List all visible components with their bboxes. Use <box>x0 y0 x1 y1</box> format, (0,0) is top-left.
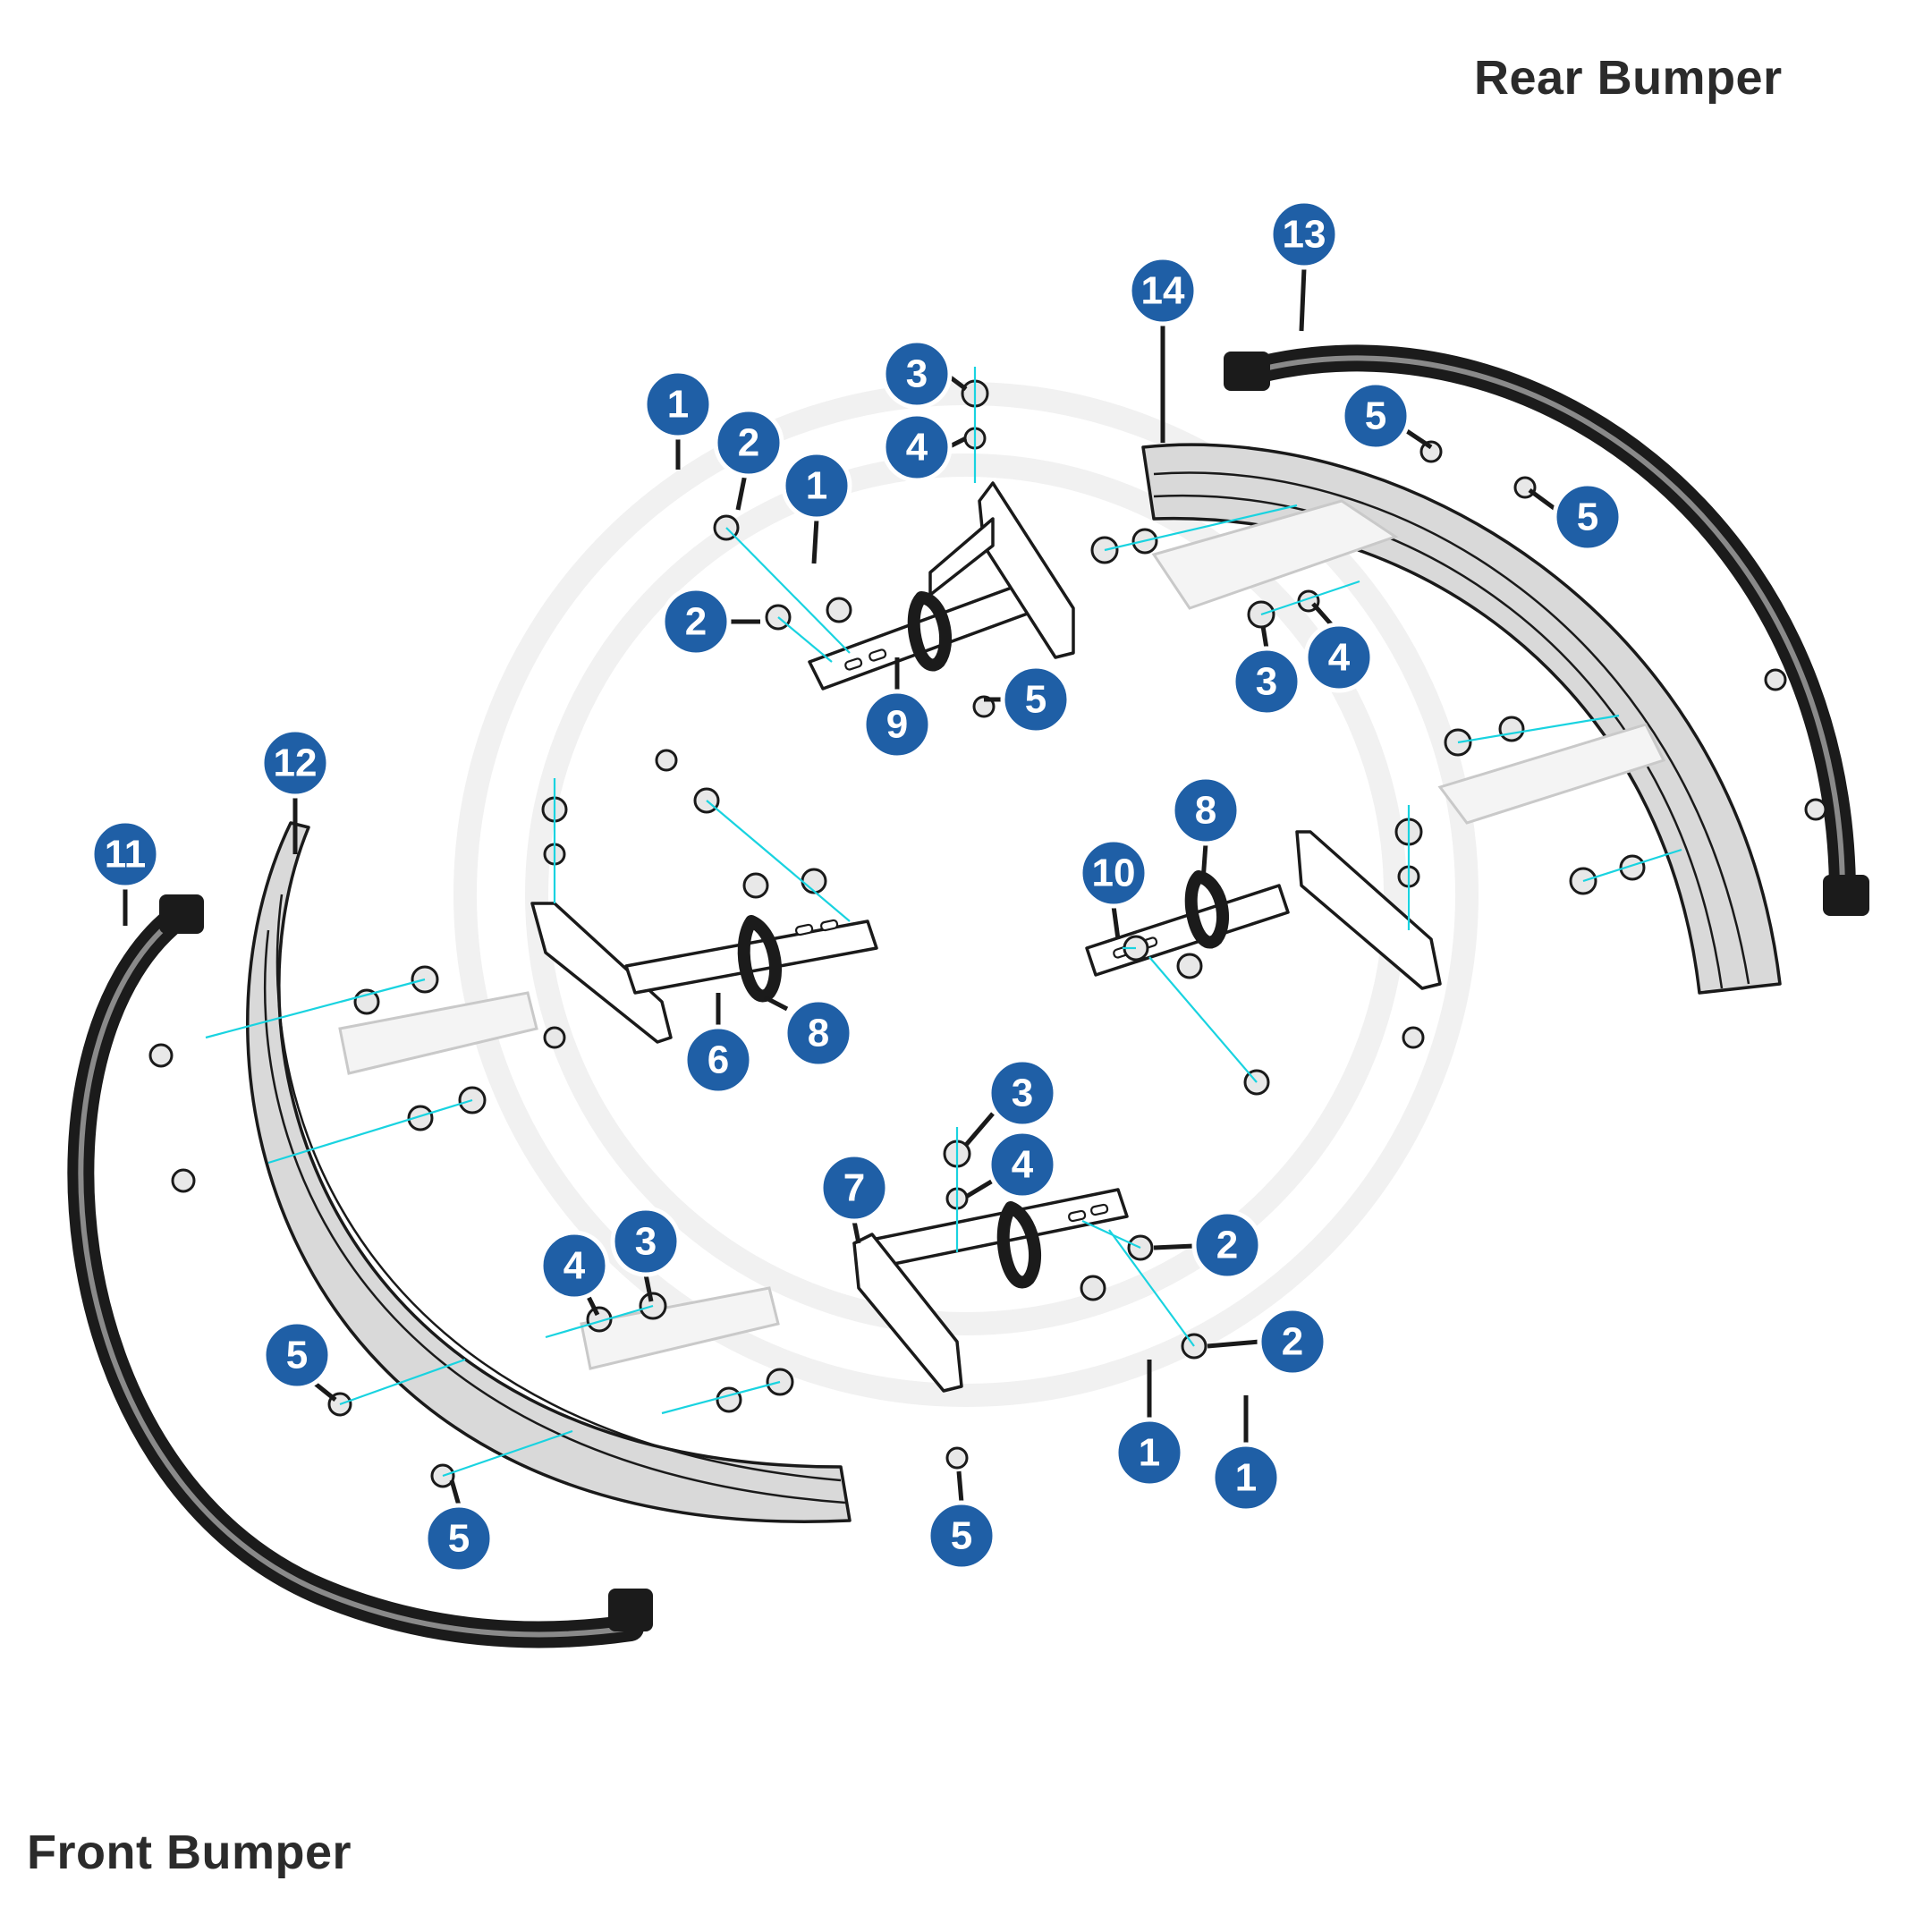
callout-label: 1 <box>667 383 689 427</box>
callout-7: 7 <box>818 1152 890 1244</box>
callout-label: 5 <box>448 1517 470 1561</box>
callout-label: 11 <box>105 833 147 877</box>
callout-label: 6 <box>708 1038 729 1082</box>
callout-13: 13 <box>1268 199 1340 332</box>
callout-5: 5 <box>261 1319 337 1402</box>
front-bumper-shell <box>246 821 852 1523</box>
front-rubber-trim <box>67 894 653 1648</box>
callout-label: 4 <box>564 1244 586 1288</box>
callout-2: 2 <box>1207 1306 1328 1377</box>
front-hardware <box>148 749 1425 1488</box>
callout-9: 9 <box>861 657 933 760</box>
callout-label: 5 <box>1365 394 1386 438</box>
callout-label: 1 <box>806 464 827 508</box>
callout-10: 10 <box>1078 837 1149 940</box>
callout-label: 2 <box>1216 1224 1238 1267</box>
callout-label: 4 <box>1328 636 1351 680</box>
callout-label: 14 <box>1141 269 1185 313</box>
callout-8: 8 <box>1170 775 1241 882</box>
callout-4: 4 <box>1303 602 1375 693</box>
callout-2: 2 <box>713 407 784 511</box>
callout-label: 4 <box>1012 1143 1034 1187</box>
callout-2: 2 <box>1153 1209 1263 1281</box>
callout-12: 12 <box>259 727 331 854</box>
callout-6: 6 <box>682 993 754 1096</box>
callout-4: 4 <box>881 411 968 483</box>
bracket-7 <box>852 1188 1129 1393</box>
bracket-9 <box>808 481 1075 691</box>
callout-2: 2 <box>660 586 760 657</box>
callout-5: 5 <box>1528 481 1623 553</box>
callout-8: 8 <box>763 995 854 1069</box>
callout-label: 1 <box>1139 1431 1160 1475</box>
callout-label: 5 <box>286 1334 308 1377</box>
callouts: 1 2 1 2 3 4 9 5 14 13 5 5 3 4 12 11 6 8 … <box>89 199 1623 1574</box>
callout-1: 1 <box>781 450 852 564</box>
callout-label: 9 <box>886 703 908 747</box>
callout-label: 2 <box>738 421 759 465</box>
rear-hardware <box>713 367 1827 895</box>
callout-label: 3 <box>906 352 928 396</box>
rear-bumper-heading: Rear Bumper <box>1474 51 1783 105</box>
callout-label: 2 <box>685 600 707 644</box>
callout-label: 8 <box>808 1012 829 1055</box>
callout-label: 4 <box>906 426 928 470</box>
callout-5: 5 <box>984 664 1072 735</box>
front-bumper-heading: Front Bumper <box>27 1826 352 1879</box>
callout-1: 1 <box>1210 1395 1282 1513</box>
callout-4: 4 <box>538 1230 610 1317</box>
callout-1: 1 <box>642 369 714 470</box>
callout-label: 2 <box>1282 1320 1303 1364</box>
callout-label: 3 <box>1012 1072 1033 1115</box>
callout-11: 11 <box>89 818 161 926</box>
callout-label: 5 <box>1025 678 1046 722</box>
callout-label: 13 <box>1283 213 1326 257</box>
callout-3: 3 <box>610 1206 682 1302</box>
callout-label: 5 <box>1577 496 1598 539</box>
callout-4: 4 <box>964 1129 1058 1200</box>
callout-label: 1 <box>1235 1456 1257 1500</box>
callout-label: 7 <box>843 1166 865 1210</box>
callout-label: 12 <box>274 741 318 785</box>
rear-rubber-trim <box>1224 344 1869 916</box>
callout-5: 5 <box>423 1479 495 1574</box>
callout-1: 1 <box>1114 1360 1185 1488</box>
rear-bumper-shell <box>1141 443 1782 995</box>
callout-5: 5 <box>1340 380 1433 452</box>
callout-5: 5 <box>926 1470 997 1572</box>
callout-14: 14 <box>1127 255 1199 443</box>
callout-label: 5 <box>951 1514 972 1558</box>
callout-label: 8 <box>1195 789 1216 833</box>
callout-3: 3 <box>964 1057 1058 1147</box>
callout-3: 3 <box>881 338 968 410</box>
callout-3: 3 <box>1231 625 1302 717</box>
callout-label: 10 <box>1092 852 1136 895</box>
bracket-6 <box>530 902 878 1044</box>
callout-label: 3 <box>1256 660 1277 704</box>
callout-label: 3 <box>635 1220 657 1264</box>
